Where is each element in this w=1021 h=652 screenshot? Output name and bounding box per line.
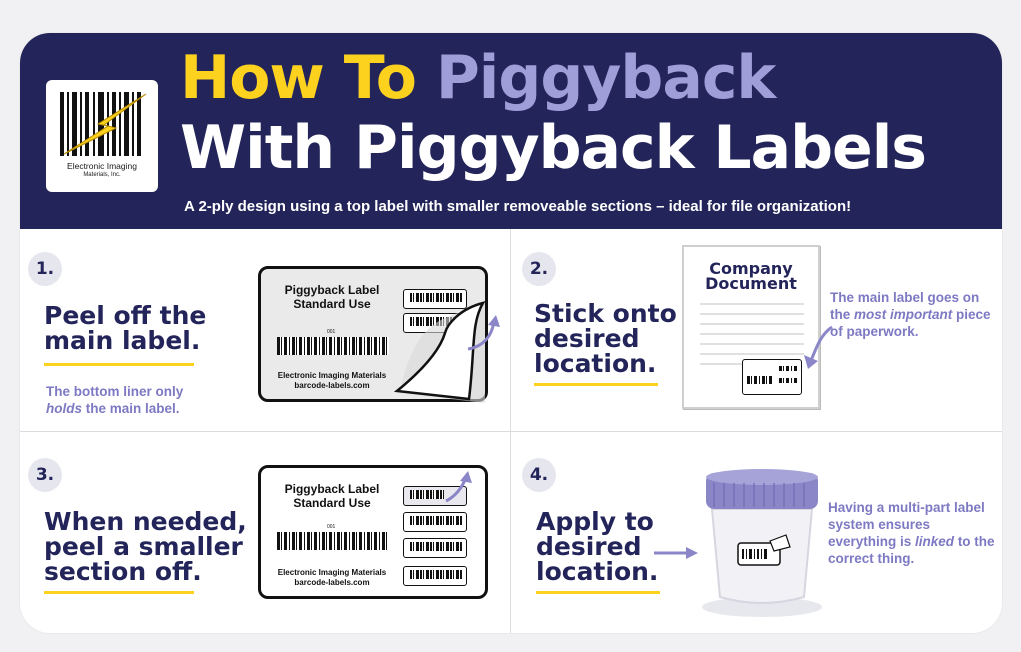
step-1-underline [44,363,194,366]
barcode-lightning-icon [60,92,147,156]
grid-divider-horizontal [20,431,1002,432]
step-3-number: 3. [28,458,62,492]
step-4-note: Having a multi-part label system ensures… [828,500,995,566]
logo-wordmark: Electronic Imaging Materials, Inc. [67,161,137,179]
peel-arrow-icon [445,471,472,503]
arrow-right-icon [654,547,698,559]
mini-barcode-label [403,566,467,586]
curved-arrow-icon [804,325,833,369]
step-1-text: Peel off the main label. [44,301,207,355]
step-4-number: 4. [522,458,556,492]
step-2-text: Stick onto desired location. [534,299,677,378]
step-2-underline [534,383,658,386]
step-2-number: 2. [522,252,556,286]
step-3-text: When needed, peel a smaller section off. [44,507,247,586]
main-barcode [277,337,389,355]
mini-barcode-label [403,512,467,532]
mini-barcode-label [403,289,467,309]
peeling-corner-icon [393,301,486,403]
step-4-underline [536,591,660,594]
step-1-number: 1. [28,252,62,286]
step-4-text: Apply to desired location. [536,507,659,586]
title-line-1: How To Piggyback [180,43,776,113]
main-barcode [277,532,389,550]
specimen-jar [700,469,825,617]
mini-barcode-label-peeling [403,486,467,506]
mini-barcode-label [403,538,467,558]
header-banner: Electronic Imaging Materials, Inc. How T… [20,33,1002,229]
step-2-note: The main label goes on the most importan… [830,290,991,339]
title-piggyback: Piggyback [435,43,776,113]
curved-arrow-icon [467,315,500,351]
applied-label [742,359,802,395]
title-line-2: With Piggyback Labels [180,113,927,183]
company-logo: Electronic Imaging Materials, Inc. [46,80,158,192]
title-how-to: How To [180,43,417,113]
subtitle: A 2-ply design using a top label with sm… [184,198,852,215]
infographic-card: Electronic Imaging Materials, Inc. How T… [20,33,1002,633]
step-3-underline [44,591,194,594]
